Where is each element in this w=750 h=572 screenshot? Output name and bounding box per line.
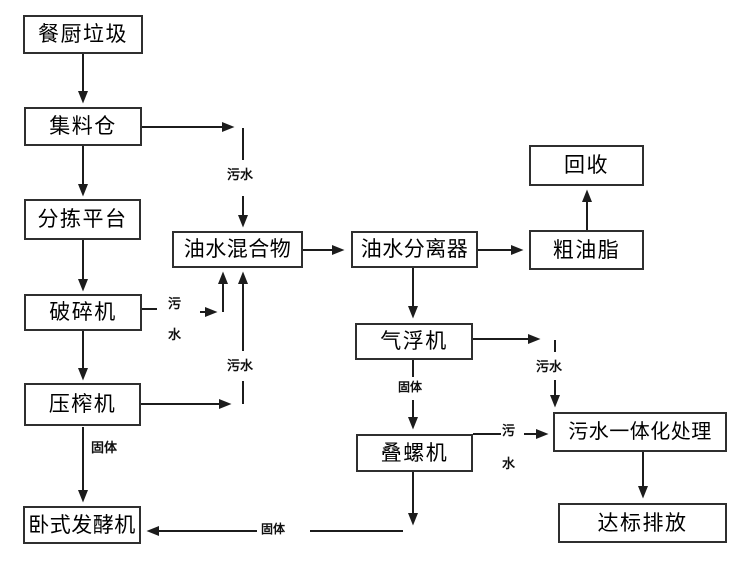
node-recycle: 回收 [529, 145, 644, 186]
edge-label-sewage-press: 污水 [226, 358, 255, 373]
node-standard-discharge: 达标排放 [558, 503, 727, 543]
node-oil-water-separator: 油水分离器 [351, 231, 478, 268]
edge-label-solid-press: 固体 [90, 440, 119, 455]
node-crusher: 破碎机 [24, 294, 142, 331]
node-air-flotation: 气浮机 [355, 323, 473, 360]
node-horizontal-fermenter: 卧式发酵机 [23, 506, 141, 544]
node-crude-grease: 粗油脂 [529, 230, 644, 270]
edge-label-sewage-crusher: 污 水 [167, 288, 183, 350]
node-screw-stack-press: 叠螺机 [356, 434, 473, 472]
edge-label-sewage-screwpress: 污 水 [501, 414, 517, 480]
node-oil-water-mixture: 油水混合物 [172, 231, 303, 268]
node-press: 压榨机 [24, 383, 141, 426]
node-sorting-platform: 分拣平台 [24, 199, 141, 240]
node-collection-bin: 集料仓 [24, 107, 142, 146]
edge-label-sewage-flotation: 污水 [535, 359, 564, 374]
edge-label-sewage-bin: 污水 [226, 167, 255, 182]
edge-label-solid-screwpress: 固体 [260, 522, 287, 537]
edge-label-solid-flotation: 固体 [397, 380, 424, 395]
node-kitchen-waste: 餐厨垃圾 [23, 15, 143, 54]
node-integrated-sewage-treatment: 污水一体化处理 [553, 412, 727, 452]
